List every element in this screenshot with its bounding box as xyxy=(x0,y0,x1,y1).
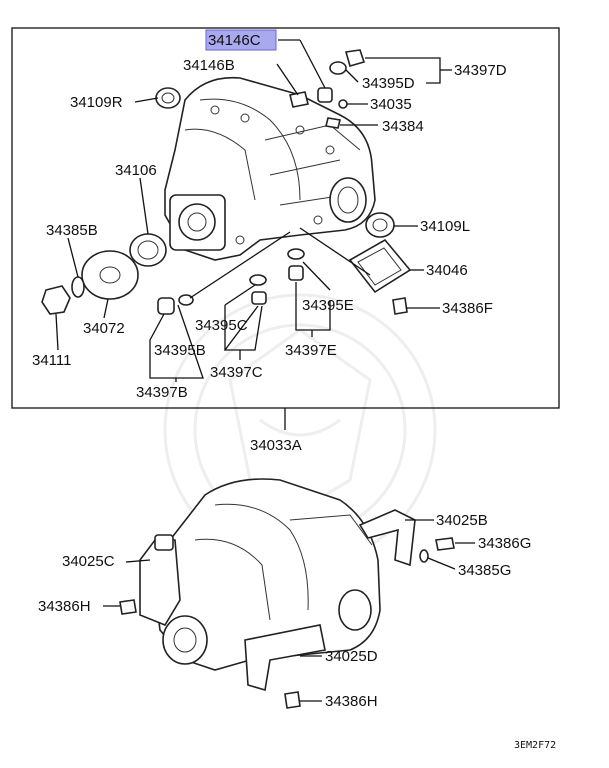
label-34385G[interactable]: 34385G xyxy=(458,562,511,579)
label-34033A[interactable]: 34033A xyxy=(250,437,302,454)
label-34025C[interactable]: 34025C xyxy=(62,553,115,570)
label-34146C[interactable]: 34146C xyxy=(208,32,261,49)
selected-part-highlight xyxy=(205,29,277,51)
upper-small-parts xyxy=(41,49,412,315)
label-34046[interactable]: 34046 xyxy=(426,262,468,279)
differential-carrier-upper xyxy=(164,76,376,261)
part-labels: 34146C 34146B 34109R 34395D 34397D 34035… xyxy=(32,32,556,751)
label-34111[interactable]: 34111 xyxy=(32,352,72,369)
lower-leader-lines xyxy=(103,519,475,702)
label-34072[interactable]: 34072 xyxy=(83,320,125,337)
label-34395D[interactable]: 34395D xyxy=(362,75,415,92)
upper-leader-lines xyxy=(55,39,452,430)
differential-carrier-lower xyxy=(119,478,455,709)
label-34395C[interactable]: 34395C xyxy=(195,317,248,334)
label-34109R[interactable]: 34109R xyxy=(70,94,123,111)
label-34035[interactable]: 34035 xyxy=(370,96,412,113)
label-34386F[interactable]: 34386F xyxy=(442,300,493,317)
label-34395B[interactable]: 34395B xyxy=(154,342,206,359)
diagram-code: 3EM2F72 xyxy=(514,740,556,751)
label-34106[interactable]: 34106 xyxy=(115,162,157,179)
label-34025D[interactable]: 34025D xyxy=(325,648,378,665)
label-34395E[interactable]: 34395E xyxy=(302,297,354,314)
label-34397D[interactable]: 34397D xyxy=(454,62,507,79)
label-34384[interactable]: 34384 xyxy=(382,118,424,135)
label-34385B[interactable]: 34385B xyxy=(46,222,98,239)
label-34386G[interactable]: 34386G xyxy=(478,535,531,552)
label-34146B[interactable]: 34146B xyxy=(183,57,235,74)
label-34109L[interactable]: 34109L xyxy=(420,218,470,235)
label-34386H-left[interactable]: 34386H xyxy=(38,598,91,615)
label-34025B[interactable]: 34025B xyxy=(436,512,488,529)
label-34397E[interactable]: 34397E xyxy=(285,342,337,359)
label-34397C[interactable]: 34397C xyxy=(210,364,263,381)
label-34397B[interactable]: 34397B xyxy=(136,384,188,401)
label-34386H-bottom[interactable]: 34386H xyxy=(325,693,378,710)
